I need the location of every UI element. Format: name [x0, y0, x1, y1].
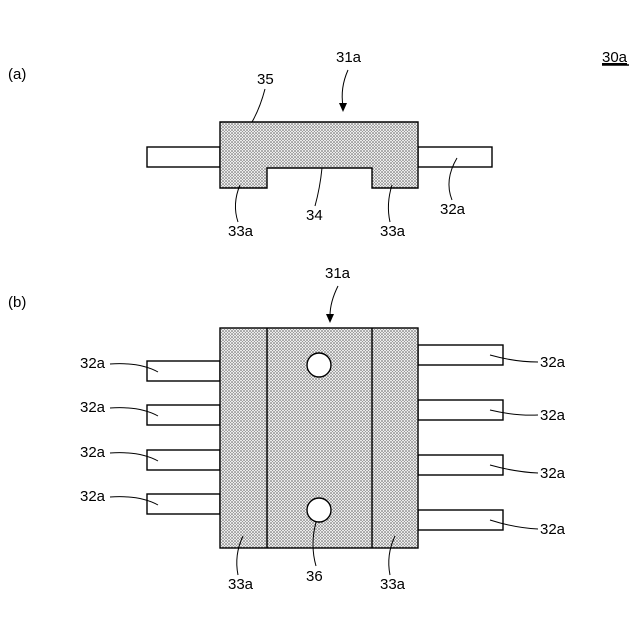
panel-b-ref-lead-left-3: 32a — [80, 444, 106, 461]
panel-b-ref-lead-right-4: 32a — [540, 521, 566, 538]
figure-id: 30a — [602, 49, 628, 66]
panel-b-ref-foot-right: 33a — [380, 576, 406, 593]
panel-a-arrow-head — [339, 103, 347, 112]
panel-a-ref-recess: 34 — [306, 207, 323, 224]
panel-a-ref-foot-left: 33a — [228, 223, 254, 240]
panel-b-lead-left-3 — [147, 450, 220, 470]
panel-b: (b) 31a 36 33a 33a 32a 32a — [8, 265, 566, 593]
panel-a-leader-foot-right — [388, 185, 392, 222]
panel-b-lead-left-4 — [147, 494, 220, 514]
panel-b-ref-lead-left-2: 32a — [80, 399, 106, 416]
panel-a-ref-top: 35 — [257, 71, 274, 88]
panel-a-ref-lead: 32a — [440, 201, 466, 218]
panel-a-lead-left — [147, 147, 220, 167]
panel-a-ref-foot-right: 33a — [380, 223, 406, 240]
panel-b-ref-lead-left-4: 32a — [80, 488, 106, 505]
panel-a-ref-body: 31a — [336, 49, 362, 66]
panel-a-leader-foot-left — [235, 185, 240, 222]
panel-b-hole-top — [307, 353, 331, 377]
panel-b-ref-lead-right-1: 32a — [540, 354, 566, 371]
panel-a-arrow — [342, 70, 348, 106]
panel-a: (a) 31a 35 34 33a 33a 32a — [8, 49, 492, 240]
panel-b-ref-foot-left: 33a — [228, 576, 254, 593]
panel-b-ref-lead-right-2: 32a — [540, 407, 566, 424]
panel-b-label: (b) — [8, 294, 26, 311]
panel-b-lead-left-1 — [147, 361, 220, 381]
panel-b-lead-left-2 — [147, 405, 220, 425]
panel-b-arrow — [330, 286, 338, 316]
panel-b-ref-lead-right-3: 32a — [540, 465, 566, 482]
panel-a-leader-top — [252, 89, 265, 122]
panel-a-label: (a) — [8, 66, 26, 83]
panel-a-lead-right — [418, 147, 492, 167]
panel-b-arrow-head — [326, 314, 334, 323]
panel-b-ref-body: 31a — [325, 265, 351, 282]
panel-b-ref-lead-left-1: 32a — [80, 355, 106, 372]
panel-b-hole-bottom — [307, 498, 331, 522]
panel-a-package-body — [220, 122, 418, 188]
panel-a-leader-recess — [315, 168, 322, 206]
panel-b-ref-hole: 36 — [306, 568, 323, 585]
